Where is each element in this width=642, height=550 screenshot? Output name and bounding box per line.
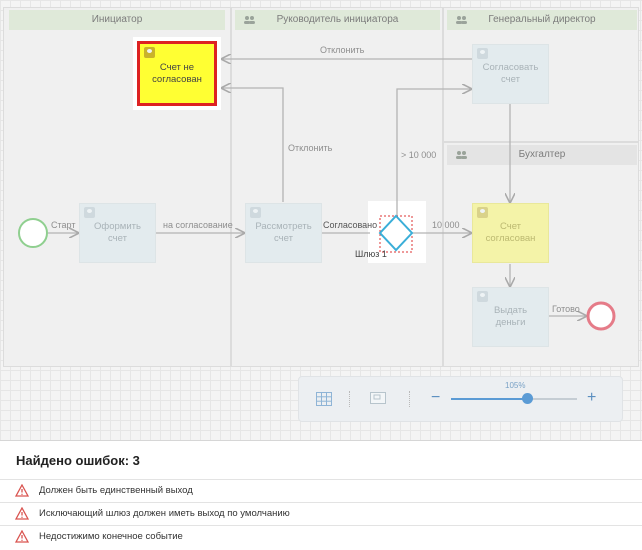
diagram-canvas[interactable]: Инициатор Руководитель инициатора Генера… (0, 0, 642, 440)
users-icon (456, 151, 467, 159)
error-item[interactable]: Должен быть единственный выход (0, 479, 642, 501)
flow-label-gt-10000: > 10 000 (401, 150, 437, 160)
task-create-invoice[interactable]: Оформить счет (79, 203, 156, 263)
gateway-exclusive (378, 214, 414, 252)
lane-initiator-label: Инициатор (91, 14, 143, 25)
error-item[interactable]: Недостижимо конечное событие (0, 525, 642, 547)
grid-icon[interactable] (316, 392, 332, 406)
task-pay-money[interactable]: Выдать деньги (472, 287, 549, 347)
flow-connectors (18, 0, 616, 331)
task-invoice-approved-label: Счет согласован (485, 221, 536, 244)
user-task-icon (477, 207, 488, 218)
zoom-out-button[interactable]: − (431, 389, 441, 406)
errors-title: Найдено ошибок: 3 (16, 453, 140, 468)
end-event (586, 301, 616, 331)
lane-header-initiator[interactable]: Инициатор (9, 10, 225, 30)
zoom-in-button[interactable]: + (587, 389, 597, 406)
lane-header-director[interactable]: Генеральный директор (447, 10, 637, 30)
flow-label-reject-mid: Отклонить (288, 143, 333, 153)
lane-accountant-label: Бухгалтер (518, 149, 566, 160)
minimap-icon[interactable] (370, 392, 386, 404)
task-pay-money-label: Выдать деньги (493, 305, 528, 328)
task-approve-invoice[interactable]: Согласовать счет (472, 44, 549, 104)
gateway-label: Шлюз 1 (355, 249, 387, 259)
errors-panel: Найдено ошибок: 3 Должен быть единственн… (0, 440, 642, 550)
task-invoice-not-approved-label: Счет не согласован (152, 61, 202, 85)
warning-icon (15, 530, 29, 543)
user-task-icon (477, 291, 488, 302)
user-task-icon (250, 207, 261, 218)
error-text: Недостижимо конечное событие (39, 531, 183, 542)
flow-label-to-approval: на согласование (163, 220, 233, 230)
warning-icon (15, 507, 29, 520)
warning-icon (15, 484, 29, 497)
error-item[interactable]: Исключающий шлюз должен иметь выход по у… (0, 502, 642, 524)
flow-label-reject-top: Отклонить (320, 45, 365, 55)
task-create-invoice-label: Оформить счет (94, 221, 141, 244)
toolbar-divider (409, 391, 411, 407)
flow-reject-mid (222, 88, 284, 202)
flow-label-done: Готово (552, 304, 580, 314)
zoom-slider-fill (451, 398, 527, 400)
zoom-slider-handle[interactable] (521, 393, 533, 404)
task-review-invoice[interactable]: Рассмотреть счет (245, 203, 322, 263)
zoom-slider-track[interactable] (451, 393, 577, 404)
user-task-icon (477, 48, 488, 59)
error-text: Исключающий шлюз должен иметь выход по у… (39, 508, 290, 519)
task-approve-invoice-label: Согласовать счет (482, 62, 539, 85)
flow-gt-10000 (396, 89, 471, 216)
flow-label-agreed: Согласовано (323, 220, 378, 230)
users-icon (244, 16, 255, 24)
flow-label-start: Старт (51, 220, 76, 230)
user-task-icon (144, 47, 155, 58)
task-invoice-approved[interactable]: Счет согласован (472, 203, 549, 263)
task-invoice-not-approved[interactable]: Счет не согласован (137, 41, 217, 106)
lane-header-accountant[interactable]: Бухгалтер (447, 145, 637, 165)
toolbar-divider (349, 391, 351, 407)
start-event (18, 218, 48, 248)
flow-label-le-10000: 10 000 (432, 220, 460, 230)
zoom-level-label: 105% (505, 381, 526, 390)
lane-header-manager[interactable]: Руководитель инициатора (235, 10, 440, 30)
lane-manager-label: Руководитель инициатора (276, 14, 399, 25)
user-task-icon (84, 207, 95, 218)
lane-manager (231, 7, 443, 367)
users-icon (456, 16, 467, 24)
lane-director-label: Генеральный директор (488, 14, 596, 25)
error-text: Должен быть единственный выход (39, 485, 193, 496)
task-review-invoice-label: Рассмотреть счет (255, 221, 312, 244)
zoom-toolbar: − 105% + (298, 376, 623, 422)
